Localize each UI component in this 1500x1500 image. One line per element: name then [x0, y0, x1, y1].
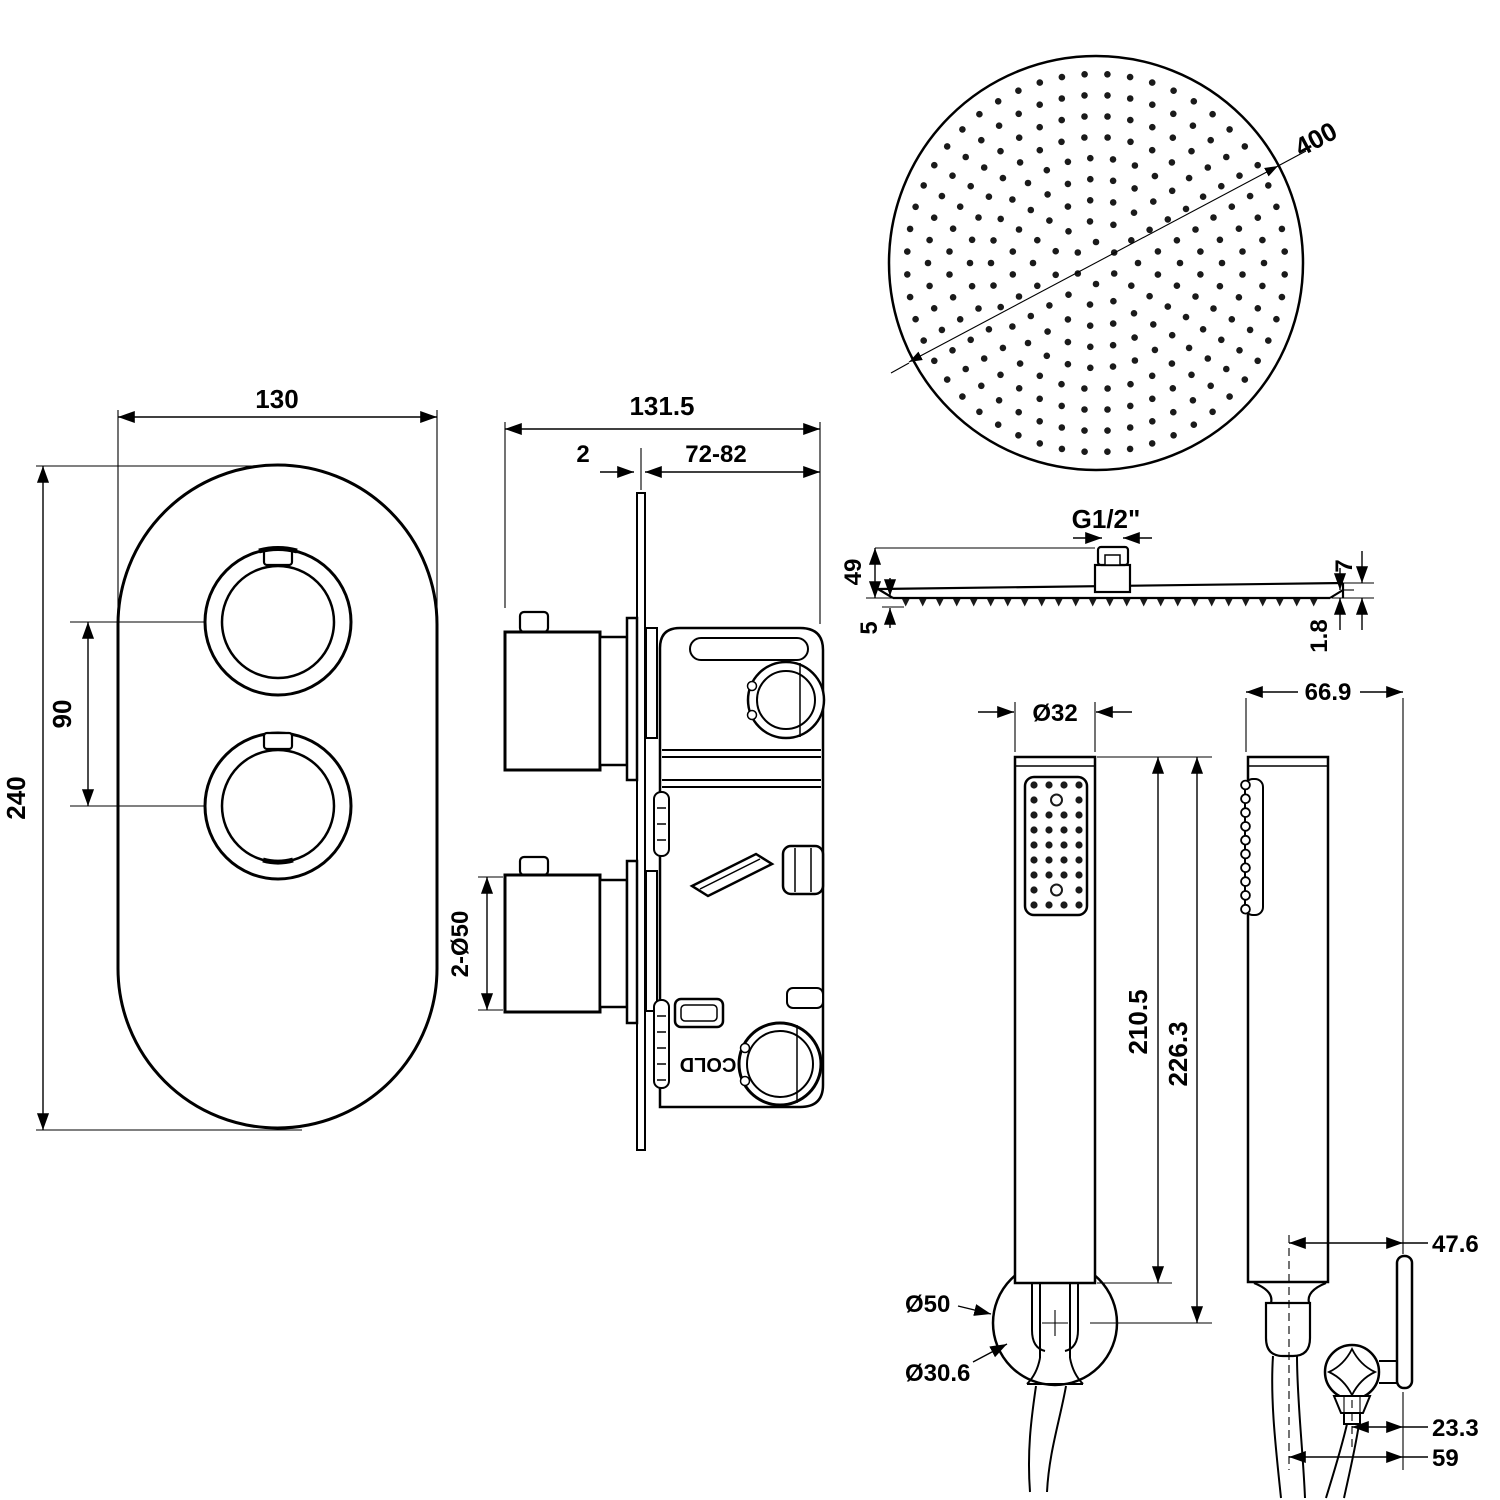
dim-label-trim-height: 240 [1, 776, 31, 819]
dim-label-trim-thickness: 2 [576, 441, 589, 468]
hand-shower-side-view: 66.9 47.6 23.3 59 [1240, 679, 1479, 1499]
wand-spray-dot-grid [1030, 781, 1083, 909]
dim-label-install-depth: 72-82 [685, 441, 746, 468]
dim-label-wall-offset: 47.6 [1432, 1231, 1479, 1258]
hand-shower-front-view: Ø32 210.5 226.3 Ø50 Ø30.6 [905, 700, 1212, 1493]
rain-head-side-view: G1/2" 49 5 7 1.8 [840, 504, 1374, 653]
dim-label-handle-spacing: 90 [47, 700, 77, 729]
spray-nozzles-side [1240, 779, 1251, 915]
dim-label-holder-diameter: Ø50 [905, 1291, 950, 1318]
head-connector-base [1093, 563, 1132, 594]
wand-bracket-side [1264, 1301, 1312, 1358]
elbow-ball-joint [1323, 1343, 1381, 1401]
dim-label-nozzle-height: 5 [856, 621, 883, 634]
valve-handle-top-side [503, 610, 639, 782]
dim-label-thread-size: G1/2" [1072, 504, 1141, 534]
hose-side [1271, 1355, 1282, 1499]
head-thread-detail [1104, 554, 1121, 566]
rain-head-top-view: 400 [887, 54, 1342, 472]
trim-handle-bottom-tab [262, 731, 294, 751]
valve-trim-front-view: 130 240 90 [1, 384, 439, 1131]
valve-cold-marking: COLD [680, 1053, 737, 1075]
trim-handle-top [203, 545, 353, 697]
valve-handle-bottom-side [503, 855, 639, 1025]
wand-spray-face [1023, 775, 1089, 917]
dim-label-head-height: 49 [840, 559, 867, 586]
dim-label-wand-length: 210.5 [1123, 989, 1153, 1054]
dim-label-valve-total-depth: 131.5 [629, 391, 694, 421]
dim-label-head-depth: 66.9 [1305, 679, 1352, 706]
hose-front [1027, 1385, 1037, 1493]
dim-label-hose-offset: 59 [1432, 1445, 1459, 1472]
valve-side-view: COLD 131.5 2 72-82 2-Ø50 [447, 391, 826, 1151]
dim-label-elbow-offset: 23.3 [1432, 1415, 1479, 1442]
head-nozzle-teeth [902, 599, 1318, 607]
trim-handle-bottom [203, 731, 353, 881]
valve-diagonal-pipe [689, 852, 775, 898]
dim-label-plate-thickness: 1.8 [1306, 619, 1333, 652]
dim-label-edge-height: 7 [1331, 559, 1358, 572]
dim-label-handle-diameter: 2-Ø50 [447, 911, 474, 978]
valve-wall-plate [636, 492, 646, 1151]
dim-label-overall-length: 226.3 [1163, 1021, 1193, 1086]
wall-plate-side [1395, 1254, 1414, 1390]
dim-label-holder-bore: Ø30.6 [905, 1360, 970, 1387]
dim-label-wand-diameter: Ø32 [1032, 700, 1077, 727]
dim-label-trim-width: 130 [255, 384, 298, 414]
